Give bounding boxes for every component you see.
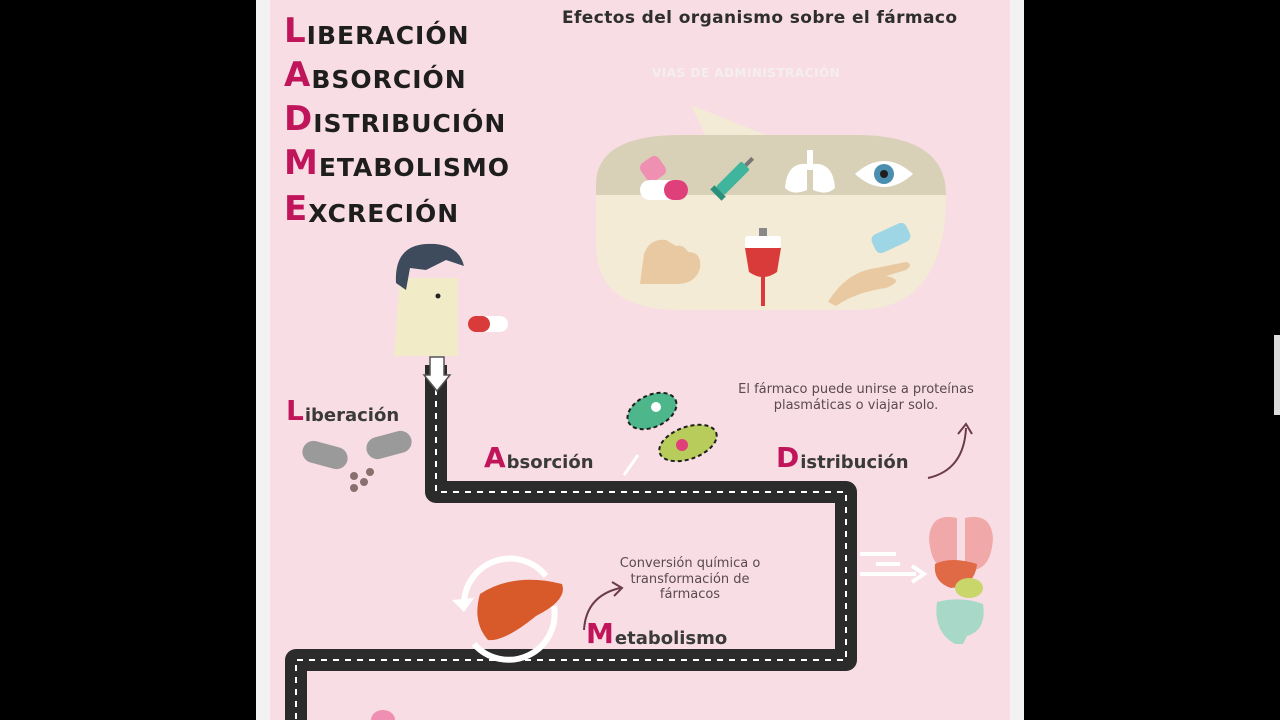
acronym-row-a: A BSORCIÓN	[284, 58, 467, 92]
acronym-word: BSORCIÓN	[311, 65, 467, 94]
cells-icon	[622, 391, 718, 476]
acronym-letter: E	[284, 189, 308, 229]
pills-icon	[640, 156, 688, 200]
acronym-row-d: D ISTRIBUCIÓN	[284, 102, 506, 136]
stage-word: iberación	[304, 405, 400, 426]
iv-bag-icon	[745, 228, 781, 306]
pathway-road	[285, 365, 857, 720]
partial-icon	[371, 710, 395, 720]
edge-artifact	[1274, 335, 1280, 415]
stage-metabolismo-label: M etabolismo	[586, 620, 727, 648]
muscle-arm-icon	[640, 239, 701, 284]
curved-arrow-icon	[583, 581, 624, 631]
lungs-icon	[785, 150, 835, 193]
person-taking-pill-icon	[394, 243, 508, 356]
organs-icon	[929, 516, 993, 644]
acronym-row-m: M ETABOLISMO	[284, 146, 510, 180]
acronym-row-e: E XCRECIÓN	[284, 192, 459, 226]
flow-arrows-icon	[860, 552, 928, 584]
stage-word: bsorción	[506, 452, 594, 473]
acronym-word: ISTRIBUCIÓN	[313, 109, 507, 138]
liver-cycle-icon	[452, 555, 563, 663]
down-arrow-icon	[422, 356, 452, 393]
stage-word: istribución	[800, 452, 909, 473]
acronym-row-l: L IBERACIÓN	[284, 14, 470, 48]
curved-arrow-icon	[927, 422, 973, 479]
eye-icon	[855, 161, 913, 187]
acronym-word: IBERACIÓN	[306, 21, 470, 50]
routes-title: VIAS DE ADMINISTRACIÓN	[652, 66, 841, 80]
acronym-word: XCRECIÓN	[308, 199, 460, 228]
stage-initial: D	[776, 441, 800, 474]
acronym-letter: A	[284, 55, 311, 95]
acronym-word: ETABOLISMO	[318, 153, 511, 182]
distribution-note: El fármaco puede unirse a proteínas plas…	[738, 382, 974, 413]
stage-initial: A	[484, 441, 506, 474]
stage-word: etabolismo	[614, 628, 728, 649]
open-capsule-icon	[302, 430, 412, 492]
metabolism-note: Conversión química o transformación de f…	[619, 556, 761, 603]
header-title: Efectos del organismo sobre el fármaco	[562, 8, 958, 28]
acronym-letter: D	[284, 99, 313, 139]
stage-liberacion-label: L iberación	[286, 397, 399, 425]
hand-spray-icon	[828, 222, 911, 306]
stage-initial: M	[586, 617, 614, 650]
acronym-letter: L	[284, 11, 306, 51]
infographic-poster: L IBERACIÓN A BSORCIÓN D ISTRIBUCIÓN M E…	[256, 0, 1024, 720]
syringe-icon	[710, 156, 755, 201]
acronym-letter: M	[284, 143, 318, 183]
stage-distribucion-label: D istribución	[776, 444, 909, 472]
stage-absorcion-label: A bsorción	[484, 444, 594, 472]
stage-initial: L	[286, 394, 304, 427]
